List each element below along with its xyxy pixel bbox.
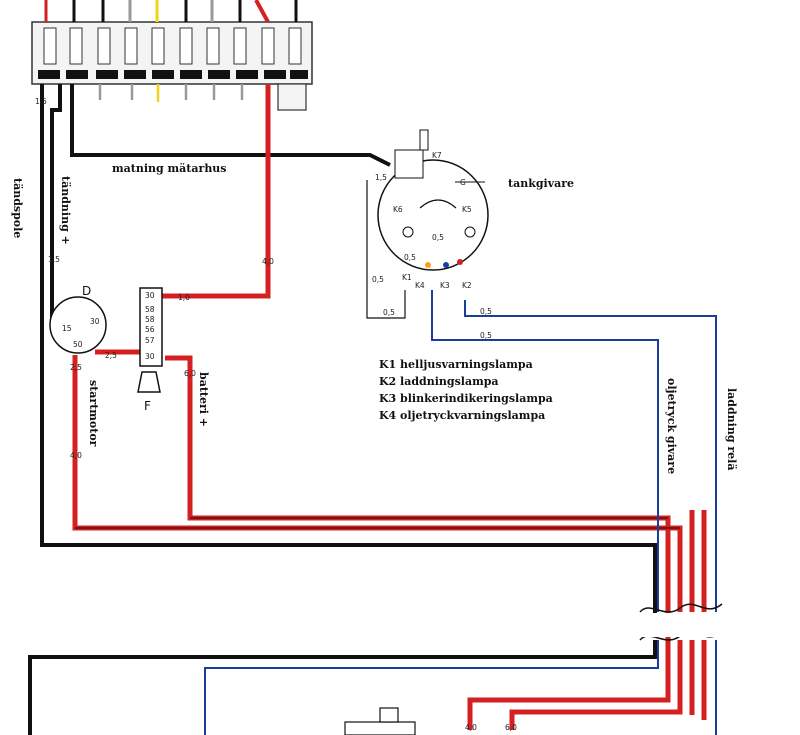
wire-size-label: 6,0 <box>505 723 517 732</box>
wire-size-labels: 1,5 1,5 1,5 4,0 0,5 0,5 0,5 0,5 0,5 0,5 … <box>35 97 517 732</box>
wire-size-label: 0,5 <box>383 308 395 317</box>
black-wires <box>28 84 657 735</box>
legend: K1 helljusvarningslampa K2 laddningslamp… <box>379 358 553 422</box>
wire-size-label: 1,5 <box>375 173 387 182</box>
terminal-15-label: 15 <box>62 324 72 333</box>
wire-size-label: 6,0 <box>184 369 196 378</box>
terminal-label: 56 <box>145 325 155 334</box>
terminal-50-label: 50 <box>73 340 83 349</box>
red-wire-outlines <box>75 517 680 529</box>
wire-size-label: 2,5 <box>105 351 117 360</box>
generator <box>344 707 416 735</box>
lamp-k7-label: K7 <box>432 151 442 160</box>
lamp-icon <box>464 226 476 238</box>
tankgivare-label: tankgivare <box>508 177 574 190</box>
matning-label: matning mätarhus <box>112 162 227 175</box>
terminal-label: 58 <box>145 305 155 314</box>
batteri-label: batteri + <box>197 372 210 427</box>
oljetryck-label: oljetryck givare <box>665 378 678 474</box>
distributor-label: D <box>82 284 91 298</box>
blue-wires <box>204 290 717 735</box>
thin-black-wires <box>366 180 406 319</box>
instrument-cluster: K7 K6 K5 K4 K3 K2 K1 G <box>377 129 489 290</box>
terminal-strip <box>38 70 308 79</box>
lamp-k2-label: K2 <box>462 281 472 290</box>
legend-item: K3 blinkerindikeringslampa <box>379 392 553 405</box>
wire-size-label: 0,5 <box>480 307 492 316</box>
tandning-label: tändning + <box>59 176 72 245</box>
tandspole-label: tändspole <box>11 178 24 238</box>
terminal-30-label: 30 <box>90 317 100 326</box>
fuel-gauge-icon <box>419 199 457 209</box>
lamp-icon <box>443 262 449 268</box>
fuse-top-wires <box>44 0 298 23</box>
lamp-k5-label: K5 <box>462 205 472 214</box>
wire-size-label: 4,0 <box>465 723 477 732</box>
wire-size-label: 4,0 <box>262 257 274 266</box>
distributor: D 15 30 50 <box>49 284 107 354</box>
wire-size-label: 0,5 <box>432 233 444 242</box>
legend-item: K2 laddningslampa <box>379 375 499 388</box>
wire-size-label: 0,5 <box>372 275 384 284</box>
fuse-row <box>43 27 302 65</box>
lamp-k1-label: K1 <box>402 273 412 282</box>
wire-size-label: 2,5 <box>70 363 82 372</box>
wire-size-label: 1,5 <box>48 255 60 264</box>
legend-item: K4 oljetryckvarningslampa <box>379 409 545 422</box>
lamp-icon <box>457 259 463 265</box>
wire-size-label: 1,0 <box>178 293 190 302</box>
wire-size-label: 1,5 <box>35 97 47 106</box>
terminal-label: 30 <box>145 291 155 300</box>
terminal-label: 30 <box>145 352 155 361</box>
wire-size-label: 4,0 <box>70 451 82 460</box>
starter-relay: 30 58 58 56 57 30 F <box>137 287 163 413</box>
lamp-k6-label: K6 <box>393 205 403 214</box>
lamp-icon <box>425 262 431 268</box>
terminal-label: 57 <box>145 336 155 345</box>
starter-label: F <box>144 399 151 413</box>
startmotor-label: startmotor <box>87 380 100 447</box>
fuse-box <box>31 0 313 111</box>
lamp-icon <box>402 226 414 238</box>
wire-size-label: 0,5 <box>404 253 416 262</box>
lamp-k4-label: K4 <box>415 281 425 290</box>
lamp-k3-label: K3 <box>440 281 450 290</box>
laddning-rela-label: laddning relä <box>725 388 738 470</box>
legend-item: K1 helljusvarningslampa <box>379 358 533 371</box>
fuse-bottom-wires <box>98 84 244 102</box>
terminal-label: 58 <box>145 315 155 324</box>
horn-icon <box>137 371 161 393</box>
break-gap <box>638 613 728 637</box>
wire-size-label: 0,5 <box>480 331 492 340</box>
